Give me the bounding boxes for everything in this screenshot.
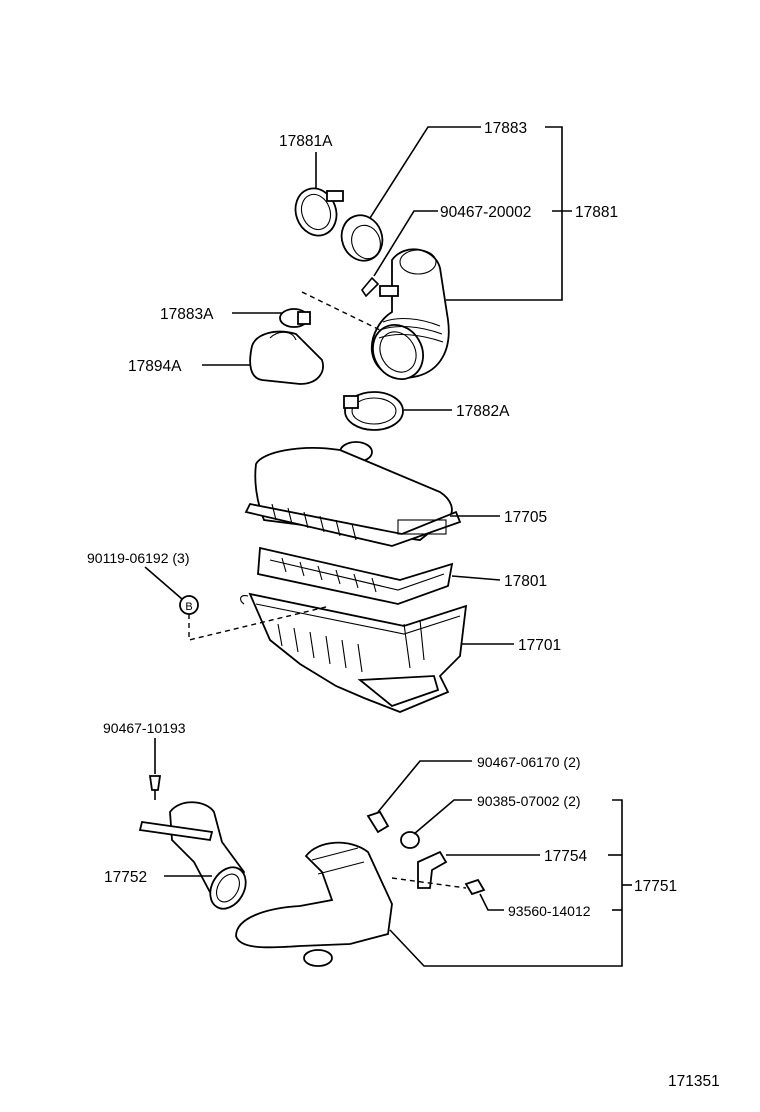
label-90119-06192: 90119-06192 (3) [87, 550, 189, 566]
part-17701-case [239, 592, 468, 713]
label-17754: 17754 [544, 848, 587, 865]
marker-b-text: B [185, 601, 192, 613]
label-17894A: 17894A [128, 358, 182, 375]
part-90385-07002-grommet [400, 831, 420, 849]
part-17894A-resonator [249, 330, 324, 385]
label-17701: 17701 [518, 637, 561, 654]
marker-b: B [179, 595, 199, 615]
part-90467-10193-clip [148, 775, 162, 800]
part-90467-20002-clip [361, 276, 380, 298]
label-90467-06170: 90467-06170 (2) [477, 754, 581, 770]
part-17754-bracket [417, 850, 448, 889]
label-17883A: 17883A [160, 306, 214, 323]
label-17752: 17752 [104, 869, 147, 886]
part-17801-filter [257, 546, 454, 605]
label-90467-10193: 90467-10193 [103, 720, 186, 736]
label-17881A: 17881A [279, 133, 333, 150]
part-17883-adapter [340, 214, 384, 262]
part-17881A-clamp [294, 187, 344, 237]
label-17881: 17881 [575, 204, 618, 221]
label-17801: 17801 [504, 573, 547, 590]
part-17883A-clamp [279, 308, 311, 328]
label-90467-20002: 90467-20002 [440, 204, 531, 221]
part-17882A-clamp [343, 391, 404, 431]
label-17751: 17751 [634, 878, 677, 895]
label-17883: 17883 [484, 120, 527, 137]
label-93560-14012: 93560-14012 [508, 903, 591, 919]
label-90385-07002: 90385-07002 (2) [477, 793, 581, 809]
label-17882A: 17882A [456, 403, 510, 420]
figure-id: 171351 [668, 1073, 720, 1090]
part-93560-14012-bolt [464, 878, 486, 896]
part-17705-cap [244, 441, 462, 547]
part-17881-hose [370, 248, 450, 380]
part-17752-duct [138, 801, 247, 910]
part-90467-06170-clip [366, 810, 390, 834]
part-17751-duct [235, 841, 393, 967]
leader-lines [144, 126, 632, 967]
label-17705: 17705 [504, 509, 547, 526]
